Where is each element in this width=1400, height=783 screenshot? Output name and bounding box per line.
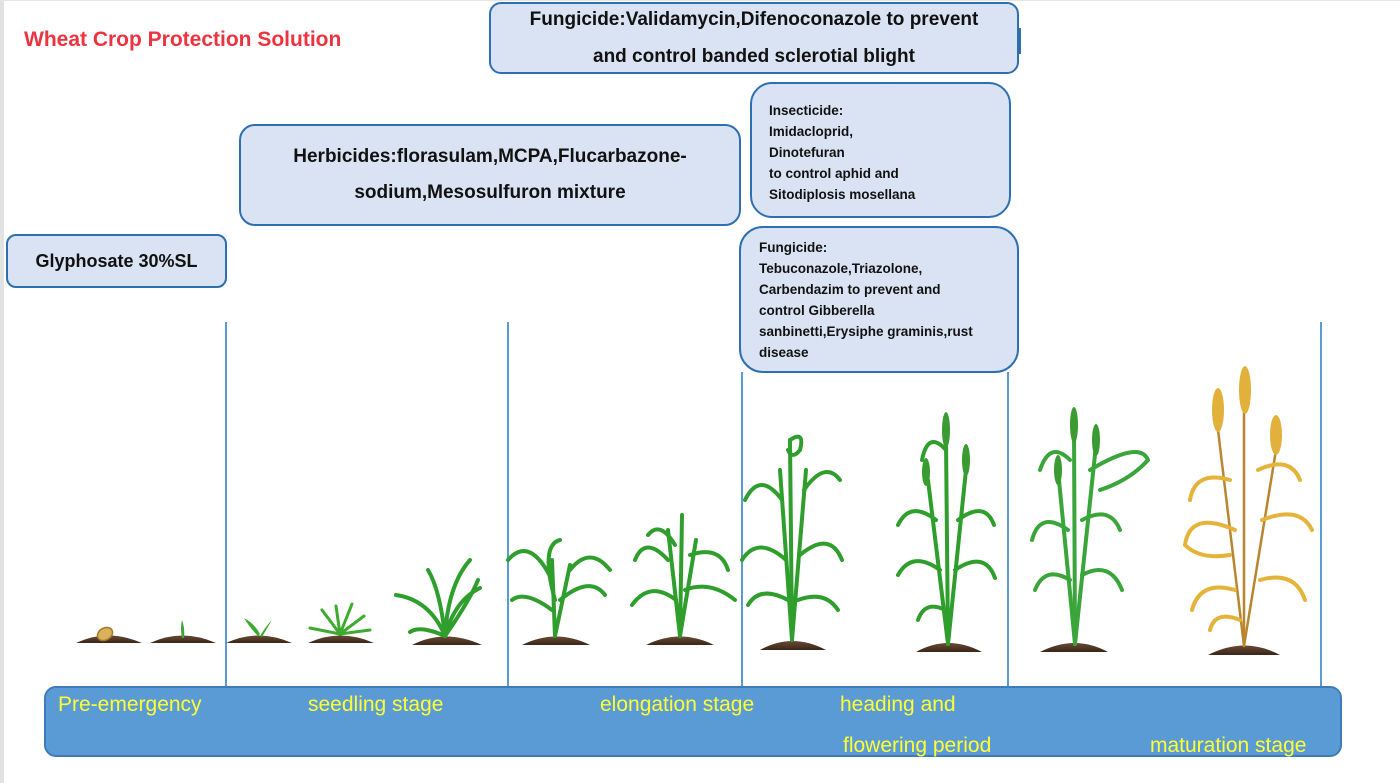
stage-divider [507, 322, 509, 686]
insecticide-line-1: Insecticide: [769, 103, 844, 118]
stage-label-seedling: seedling stage [308, 693, 444, 716]
stage-divider [1007, 372, 1009, 686]
mature-wheat-icon [1182, 366, 1314, 655]
jointing-plant-icon [506, 538, 612, 645]
herbicides-box: Herbicides:florasulam,MCPA,Flucarbazone-… [239, 124, 741, 226]
stage-label-heading-line-2: flowering period [843, 734, 992, 757]
insecticide-box: Insecticide: Imidacloprid, Dinotefuran t… [750, 82, 1011, 218]
herbicides-line-1: Herbicides:florasulam,MCPA,Flucarbazone- [293, 146, 687, 167]
fungicide-rust-line-2: Tebuconazole,Triazolone, [759, 261, 923, 276]
fungicide-rust-line-3: Carbendazim to prevent and [759, 282, 941, 297]
stage-label-pre-emergency: Pre-emergency [58, 693, 202, 716]
fungicide-rust-line-1: Fungicide: [759, 240, 828, 255]
growth-stage-bar [44, 686, 1342, 757]
stage-label-elongation: elongation stage [600, 693, 755, 716]
fungicide-blight-box: Fungicide:Validamycin,Difenoconazole to … [489, 2, 1019, 74]
wheat-growth-illustration [76, 366, 1314, 655]
page-left-border [0, 0, 4, 783]
stage-divider [741, 372, 743, 686]
stage-divider [1320, 322, 1322, 686]
insecticide-line-5: Sitodiplosis mosellana [769, 187, 916, 202]
fungicide-rust-line-5: sanbinetti,Erysiphe graminis,rust [759, 324, 973, 339]
glyphosate-label: Glyphosate 30%SL [35, 250, 198, 271]
fungicide-rust-box: Fungicide: Tebuconazole,Triazolone, Carb… [739, 226, 1019, 373]
booting-plant-icon [740, 434, 844, 650]
fungicide-rust-line-4: control Gibberella [759, 303, 875, 318]
fungicide-rust-line-6: disease [759, 345, 809, 360]
sprout-icon [150, 620, 216, 643]
box-connector-mark [1019, 28, 1021, 54]
fungicide-blight-line-1: Fungicide:Validamycin,Difenoconazole to … [529, 9, 979, 30]
diagram-title: Wheat Crop Protection Solution [24, 28, 342, 51]
stage-label-maturation: maturation stage [1150, 734, 1307, 757]
stage-divider [225, 322, 227, 686]
page-top-border [0, 0, 1400, 1]
glyphosate-box: Glyphosate 30%SL [6, 234, 227, 288]
heading-plant-icon [896, 412, 997, 652]
flowering-plant-icon [1030, 407, 1151, 652]
insecticide-line-3: Dinotefuran [769, 145, 845, 160]
herbicides-line-2: sodium,Mesosulfuron mixture [354, 182, 626, 203]
fungicide-blight-line-2: and control banded sclerotial blight [593, 46, 915, 67]
seedling-tuft-icon [308, 602, 374, 643]
seed-icon [76, 626, 142, 643]
small-seedling-icon [226, 618, 292, 643]
insecticide-line-4: to control aphid and [769, 166, 899, 181]
insecticide-line-2: Imidacloprid, [769, 124, 854, 139]
tillering-plant-icon [394, 558, 482, 645]
stage-label-heading-line-1: heading and [840, 693, 956, 716]
jointing-plant-icon [630, 513, 737, 645]
